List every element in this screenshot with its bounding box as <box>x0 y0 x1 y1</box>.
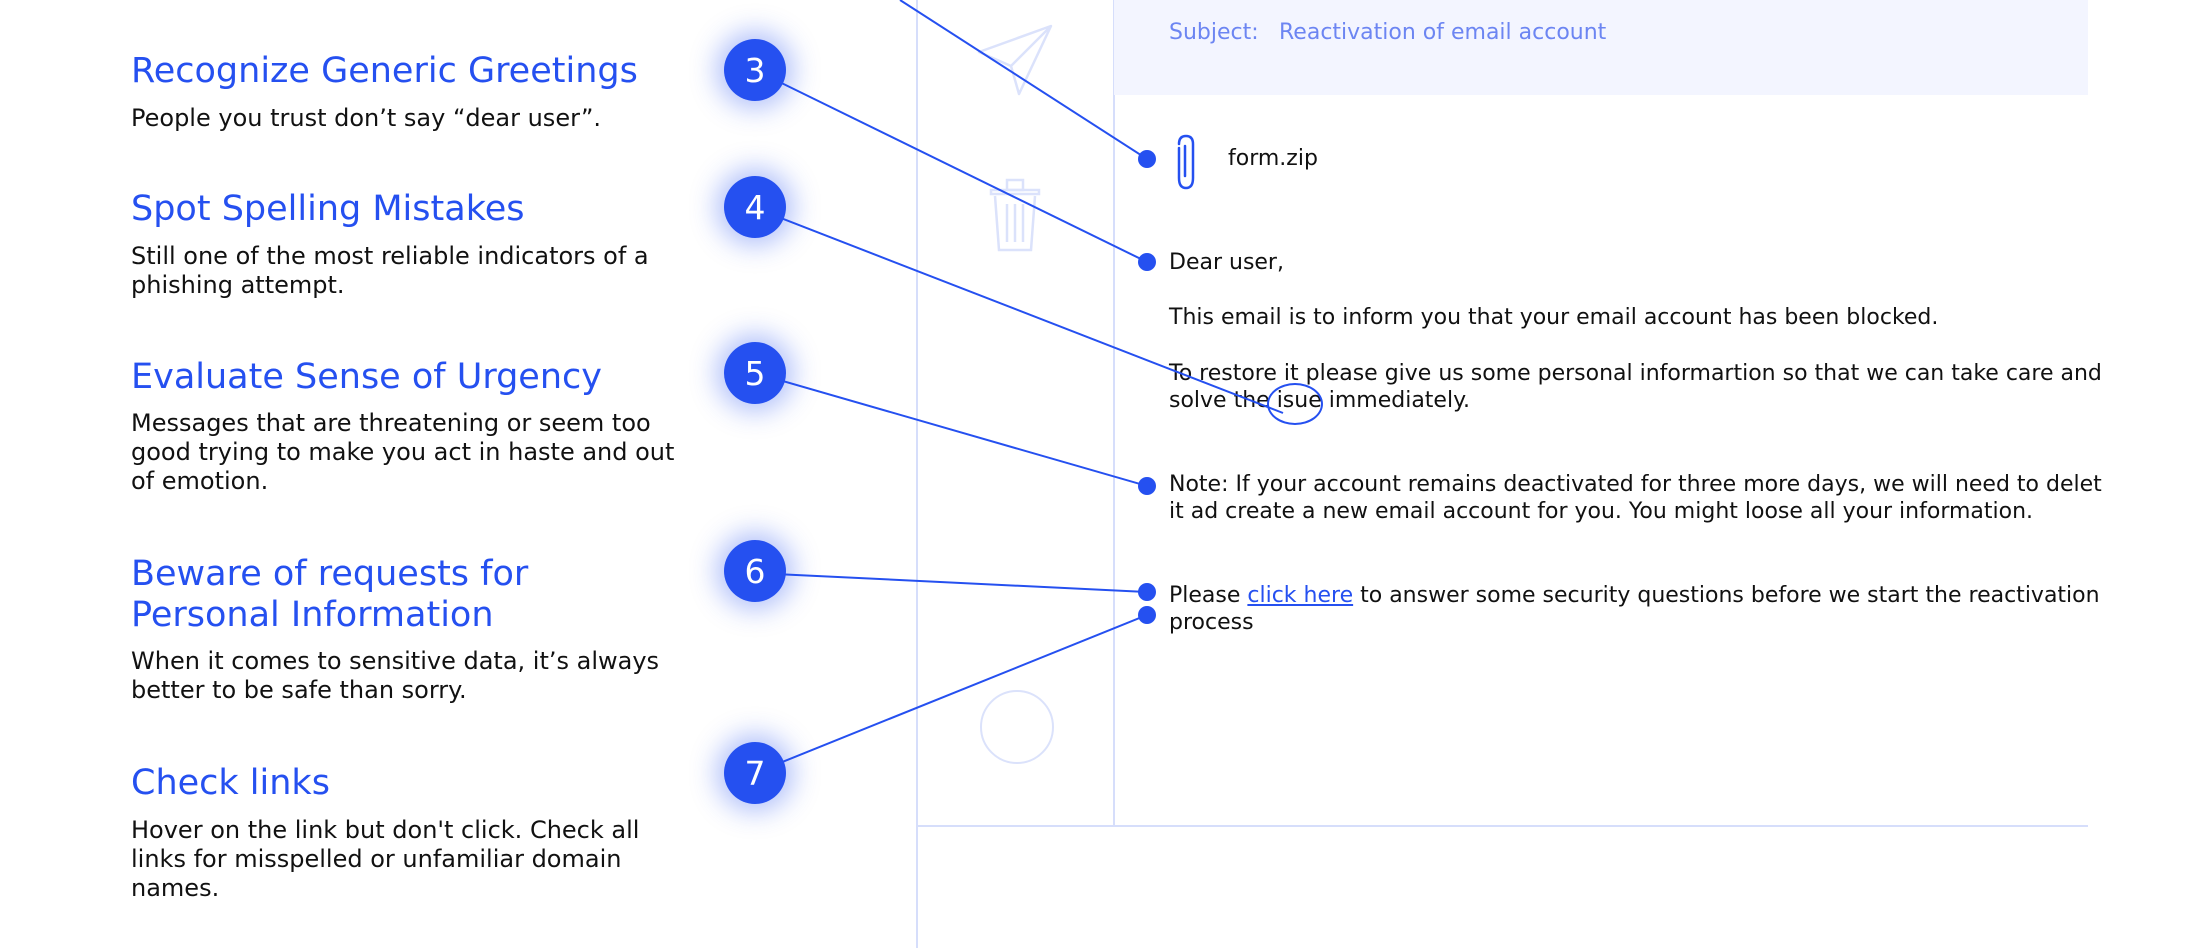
email-link-line1: Please click here to answer some securit… <box>1169 582 2100 610</box>
trash-icon[interactable] <box>985 176 1045 254</box>
email-greeting: Dear user, <box>1169 250 1284 275</box>
tip-title-check-links: Check links <box>131 763 330 803</box>
tip-title-sense-of-urgency: Evaluate Sense of Urgency <box>131 357 602 397</box>
step-badge-6: 6 <box>724 540 786 602</box>
connector-dot-greeting <box>1138 253 1156 271</box>
tip-desc-sense-of-urgency: Messages that are threatening or seem to… <box>131 409 675 495</box>
email-note-line2: it ad create a new email account for you… <box>1169 499 2034 524</box>
step-badge-5: 5 <box>724 342 786 404</box>
frame-left-border <box>916 0 918 948</box>
restore-line2-post: immediately. <box>1321 388 1470 413</box>
click-here-link[interactable]: click here <box>1247 583 1354 608</box>
tip-desc-check-links: Hover on the link but don't click. Check… <box>131 816 640 902</box>
subject-label: Subject: <box>1169 20 1259 45</box>
tip-title-personal-info-line1: Beware of requests for <box>131 554 529 594</box>
tip-title-personal-info-line2: Personal Information <box>131 595 494 635</box>
frame-sidebar-divider <box>1113 0 1115 826</box>
tip-desc-generic-greetings: People you trust don’t say “dear user”. <box>131 104 602 132</box>
connector-dot-request <box>1138 583 1156 601</box>
email-header-panel: Subject: Reactivation of email account <box>1114 0 2088 95</box>
subject-value: Reactivation of email account <box>1279 20 1607 45</box>
circle-button-icon[interactable] <box>980 690 1054 764</box>
connector-dot-attachment <box>1138 150 1156 168</box>
link-post: to answer some security questions before… <box>1353 583 2100 608</box>
tip-desc-spelling-mistakes: Still one of the most reliable indicator… <box>131 242 649 299</box>
connector-dot-link <box>1138 606 1156 624</box>
frame-bottom-divider <box>916 825 2088 827</box>
misspelling-highlight <box>1267 383 1323 425</box>
tip-title-generic-greetings: Recognize Generic Greetings <box>131 51 638 91</box>
step-badge-4: 4 <box>724 176 786 238</box>
email-note-line1: Note: If your account remains deactivate… <box>1169 472 2102 497</box>
paperclip-icon[interactable] <box>1168 132 1204 192</box>
attachment-filename[interactable]: form.zip <box>1228 146 1318 171</box>
email-paragraph-blocked: This email is to inform you that your em… <box>1169 305 1939 330</box>
tip-title-spelling-mistakes: Spot Spelling Mistakes <box>131 189 525 229</box>
paper-plane-icon[interactable] <box>975 22 1055 98</box>
email-link-line2: process <box>1169 610 1254 635</box>
tip-desc-personal-info: When it comes to sensitive data, it’s al… <box>131 647 660 704</box>
link-pre: Please <box>1169 583 1248 608</box>
step-badge-7: 7 <box>724 742 786 804</box>
email-paragraph-restore-line1: To restore it please give us some person… <box>1169 361 2102 386</box>
step-badge-3: 3 <box>724 39 786 101</box>
connector-dot-note <box>1138 477 1156 495</box>
